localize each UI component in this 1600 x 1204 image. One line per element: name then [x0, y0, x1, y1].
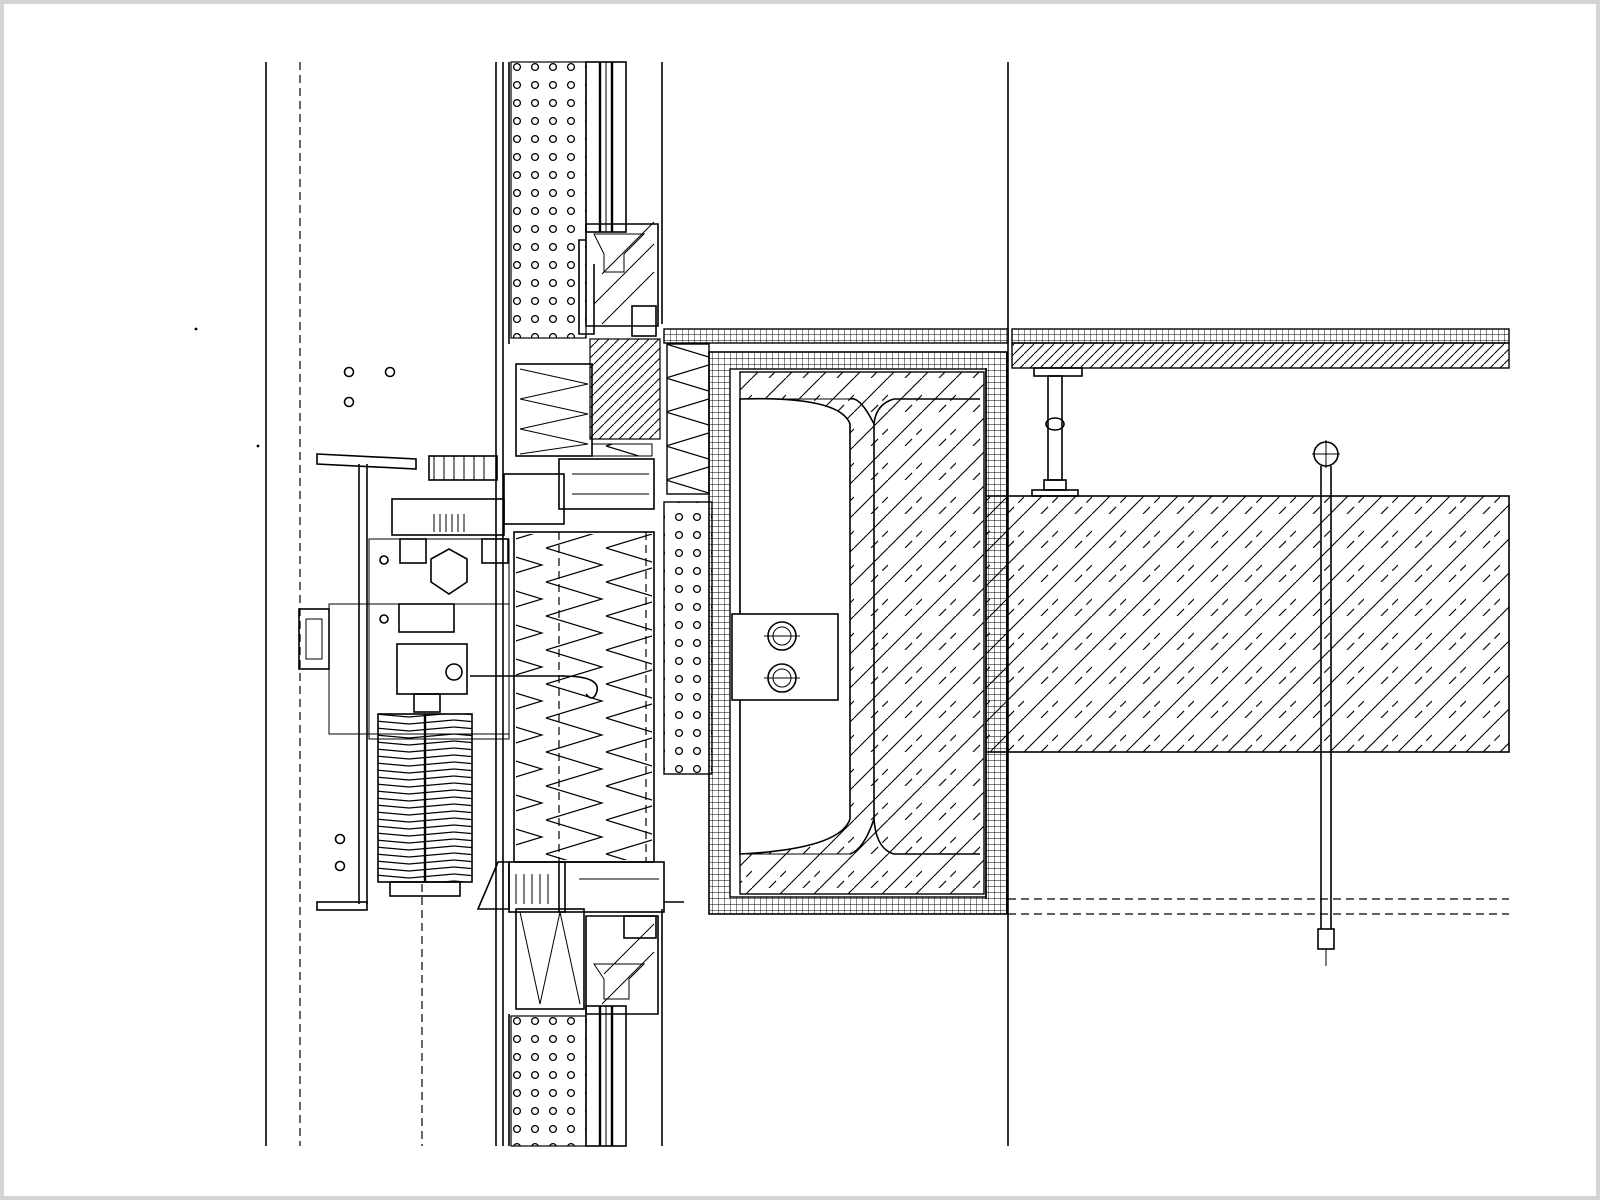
- left-reference-lines: [265, 62, 423, 1146]
- floor-pedestal: [1031, 367, 1083, 497]
- bolt-heads: [334, 366, 396, 872]
- drawing-marks: [194, 327, 260, 448]
- insulation-upper: [515, 363, 653, 457]
- side-rail-profile: [298, 608, 330, 670]
- lower-frame-profile: [585, 915, 659, 1015]
- glazing-unit: [585, 61, 1009, 1147]
- hanger-rod: [1312, 440, 1340, 966]
- fire-stop-column: [663, 343, 713, 775]
- concrete-slab: [985, 368, 1510, 915]
- section-detail-drawing: [194, 61, 1510, 1147]
- beam-bracket: [731, 613, 839, 701]
- floor-slab-finish: [663, 328, 1510, 369]
- insulation-lower: [515, 908, 585, 1010]
- perforated-panel-column: [495, 61, 587, 1147]
- stack-joint-coil: [377, 713, 473, 897]
- top-clip-components: [391, 455, 655, 564]
- lower-transom: [476, 861, 684, 913]
- upper-frame-profile: [578, 221, 661, 440]
- insulation-main: [470, 531, 655, 863]
